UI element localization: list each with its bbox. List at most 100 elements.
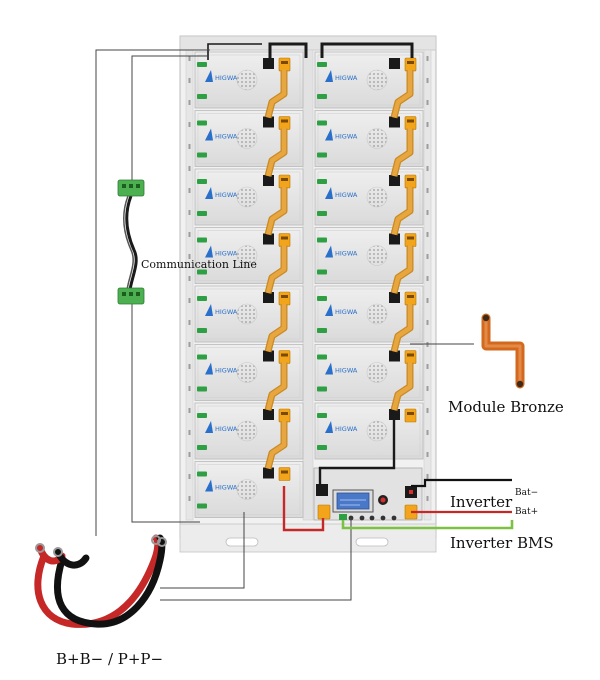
positive-terminal-icon [404, 174, 417, 189]
positive-terminal-icon [278, 116, 291, 130]
communication-wiring [95, 49, 352, 601]
comm-terminal-icon [317, 413, 327, 418]
vent-grille-icon [236, 420, 258, 442]
comm-terminal-icon [197, 471, 207, 477]
comm-terminal-icon [197, 94, 207, 99]
comm-line-outer [95, 49, 210, 536]
rack-rail-holes [188, 56, 429, 501]
positive-terminal-icon [278, 350, 291, 364]
vent-grille-icon [236, 128, 258, 149]
positive-terminal-icon [404, 291, 417, 306]
negative-terminal-icon [263, 292, 274, 303]
comm-terminal-icon [317, 328, 327, 333]
higwa-logo-icon [205, 128, 213, 141]
comm-terminal-icon [197, 328, 207, 333]
negative-terminal-icon [263, 233, 274, 245]
comm-terminal-icon [317, 296, 327, 301]
module-brand-text: HIGWA [335, 308, 358, 316]
higwa-logo-icon [205, 421, 213, 433]
comm-terminal-icon [197, 296, 207, 301]
negative-terminal-icon [263, 350, 274, 362]
comm-terminal-icon [197, 120, 207, 126]
vent-grille-icon [366, 128, 388, 149]
negative-terminal-icon [389, 233, 400, 245]
communication-line-cable [117, 179, 145, 305]
top-comm-link [207, 43, 262, 60]
module-brand-text: HIGWA [215, 250, 238, 258]
higwa-logo-icon [325, 70, 333, 82]
black-cable [53, 534, 166, 628]
comm-terminal-icon [317, 94, 327, 99]
negative-terminal-icon [389, 175, 400, 186]
module-brand-text: HIGWA [215, 74, 238, 82]
comm-terminal-icon [317, 211, 327, 216]
comm-terminal-icon [317, 354, 327, 360]
top-link-cable-left [268, 42, 308, 60]
vent-grille-icon [366, 420, 388, 442]
comm-terminal-icon [317, 445, 327, 450]
bms-connector-black-icon [316, 484, 328, 496]
negative-terminal-icon [389, 116, 400, 128]
negative-terminal-icon [263, 467, 274, 479]
comm-terminal-icon [317, 237, 327, 243]
module-brand-text: HIGWA [335, 250, 358, 258]
negative-terminal-icon [389, 350, 400, 362]
module-brand-text: HIGWA [215, 133, 238, 141]
battery-module: HIGWA [314, 402, 424, 460]
comm-terminal-icon [197, 179, 207, 184]
negative-terminal-icon [263, 58, 274, 69]
module-brand-text: HIGWA [335, 425, 358, 433]
comm-terminal-icon [197, 354, 207, 360]
positive-terminal-icon [404, 408, 417, 423]
comm-terminal-icon [197, 152, 207, 158]
communication-line-label: Communication Line [141, 258, 257, 271]
bat-plus-label: Bat+ [515, 507, 538, 517]
higwa-logo-icon [205, 304, 213, 316]
battery-module: HIGWA [314, 285, 424, 343]
negative-terminal-icon [263, 116, 274, 128]
rack-rail-right [423, 49, 432, 521]
bms-comm-port-icon [339, 514, 347, 520]
bms-control-box [313, 467, 423, 521]
higwa-logo-icon [325, 421, 333, 433]
comm-terminal-icon [317, 120, 327, 126]
vent-grille-icon [236, 362, 258, 383]
module-brand-text: HIGWA [335, 74, 358, 82]
rack-rail-left [185, 49, 194, 521]
battery-modules: HIGWA HIGWA HIGWA HIGWA HIGWA HIGWA HIGWA HIGWA… [194, 51, 424, 518]
main-positive-link [282, 486, 325, 532]
higwa-logo-icon [325, 128, 333, 141]
comm-terminal-icon [317, 269, 327, 275]
module-brand-text: HIGWA [215, 191, 238, 199]
higwa-logo-icon [325, 245, 333, 258]
comm-terminal-icon [317, 179, 327, 184]
vent-grille-icon [236, 186, 258, 208]
comm-terminal-icon [317, 62, 327, 67]
battery-cable-set [34, 534, 167, 628]
module-brand-text: HIGWA [215, 425, 238, 433]
vent-grille-icon [236, 479, 258, 500]
higwa-logo-icon [205, 479, 213, 492]
cable-set-label: B+B− / P+P− [56, 650, 163, 668]
positive-terminal-icon [404, 116, 417, 130]
vent-grille-icon [366, 69, 388, 91]
comm-terminal-icon [317, 152, 327, 158]
module-brand-text: HIGWA [335, 367, 358, 375]
bms-display-screen [336, 492, 370, 510]
vent-grille-icon [236, 303, 258, 325]
inverter-bms-label: Inverter BMS [450, 534, 554, 552]
negative-terminal-icon [389, 409, 400, 420]
inverter-bms-wire [341, 520, 514, 530]
comm-terminal-icon [197, 503, 207, 509]
cable-lead-bminus [160, 512, 245, 589]
module-brand-text: HIGWA [215, 484, 238, 492]
positive-terminal-icon [278, 408, 291, 423]
higwa-logo-icon [325, 187, 333, 199]
vent-grille-icon [236, 245, 258, 266]
positive-terminal-icon [278, 291, 291, 306]
comm-terminal-icon [197, 413, 207, 418]
comm-terminal-icon [197, 386, 207, 392]
positive-terminal-icon [278, 233, 291, 247]
positive-terminal-icon [404, 350, 417, 364]
positive-terminal-icon [278, 467, 291, 481]
